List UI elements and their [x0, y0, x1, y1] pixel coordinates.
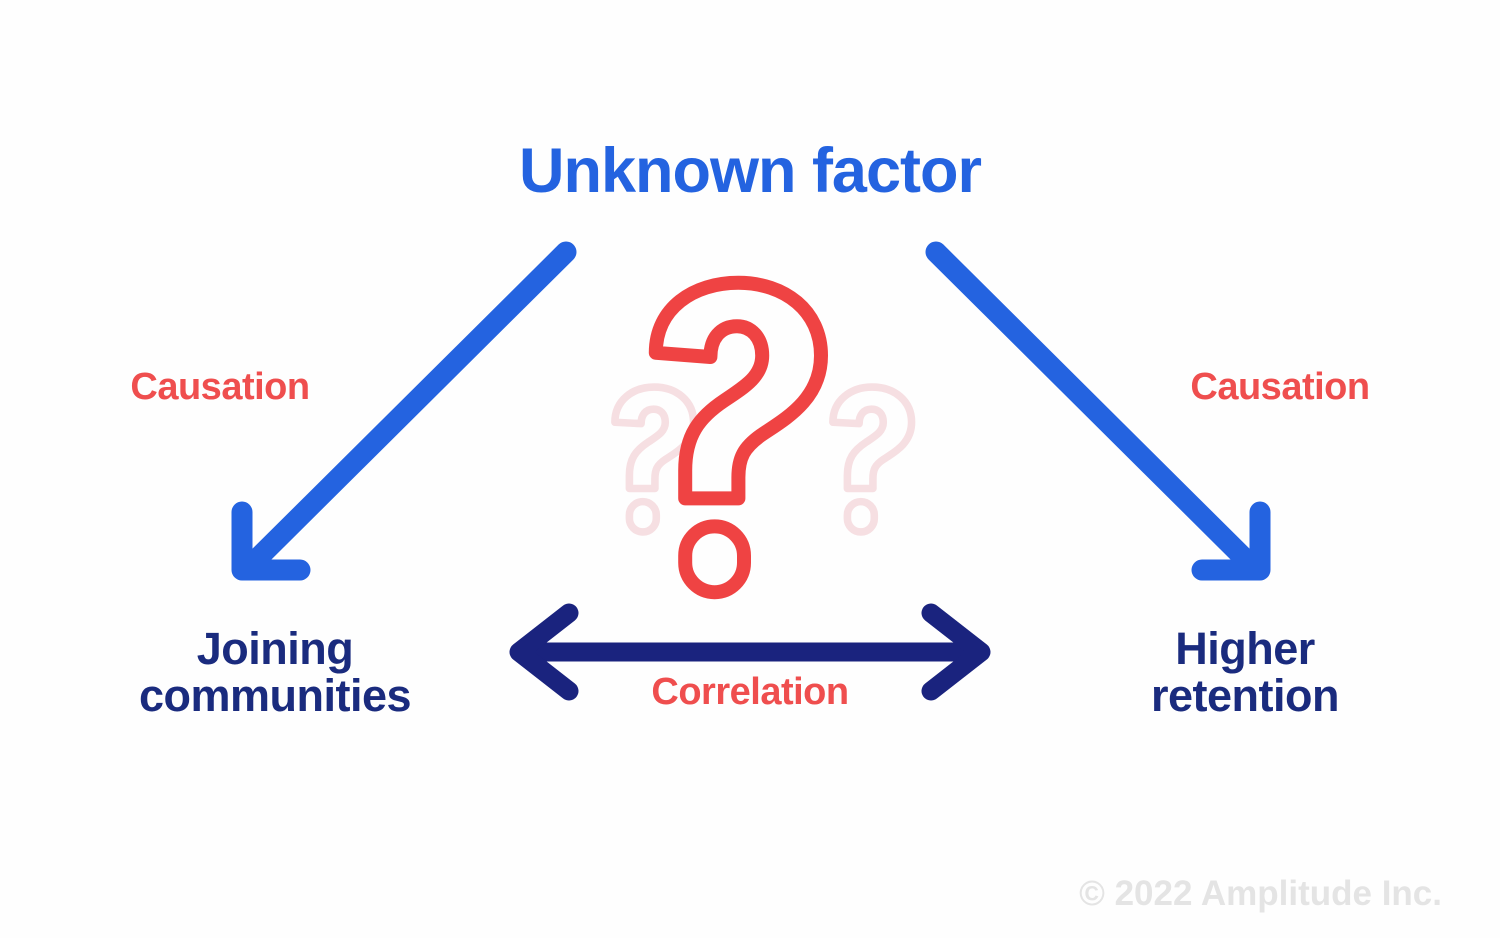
question-mark-icon: [648, 275, 828, 600]
causation-arrow-right: [925, 241, 1271, 581]
edge-label-correlation: Correlation: [651, 671, 849, 713]
edge-label-causation-right: Causation: [1190, 366, 1370, 408]
correlation-arrow-head-left: [509, 603, 579, 701]
causation-arrow-left-head: [231, 501, 311, 581]
causation-arrow-right-head: [1191, 501, 1271, 581]
causation-arrow-left: [231, 241, 577, 581]
question-mark-icon-faded-left: [611, 383, 698, 536]
edge-label-causation-left: Causation: [130, 366, 310, 408]
copyright-notice: © 2022 Amplitude Inc.: [1079, 874, 1442, 913]
node-label-joining-communities: Joining communities: [138, 623, 412, 722]
causation-arrow-left-shaft: [247, 241, 577, 569]
page-title: Unknown factor: [518, 136, 982, 206]
node-label-higher-retention: Higher retention: [1150, 623, 1340, 722]
correlation-arrow-head-right: [921, 603, 991, 701]
causation-arrow-right-shaft: [925, 241, 1255, 569]
correlation-arrow: [509, 603, 991, 701]
question-mark-icon-faded-right: [829, 383, 916, 536]
